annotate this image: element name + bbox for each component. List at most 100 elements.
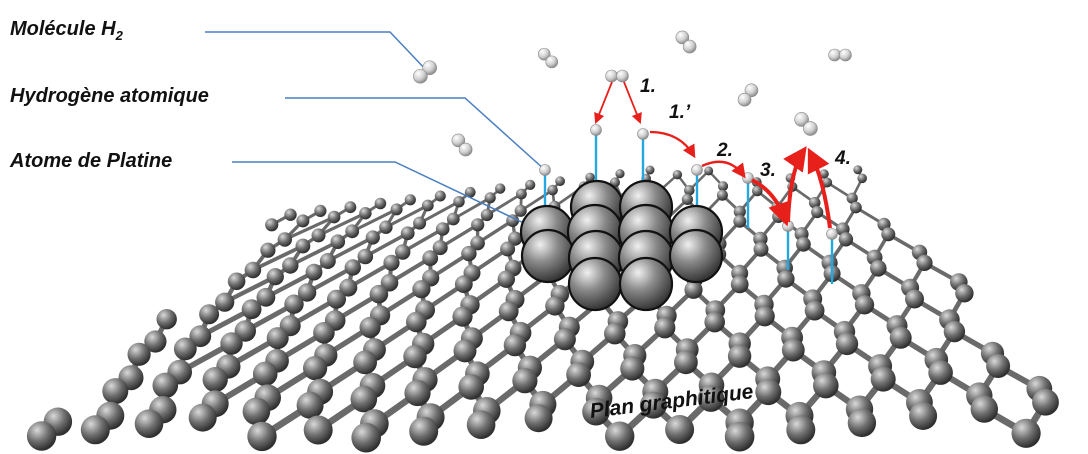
carbon-atom bbox=[311, 228, 326, 243]
carbon-atom bbox=[282, 257, 299, 274]
carbon-atom bbox=[327, 210, 341, 224]
carbon-atom bbox=[889, 326, 912, 349]
carbon-bond bbox=[283, 215, 336, 242]
step-label-3: 3. bbox=[760, 160, 776, 181]
carbon-atom bbox=[314, 204, 327, 217]
carbon-atom bbox=[605, 421, 635, 451]
carbon-atom bbox=[144, 330, 167, 353]
hydrogen-atom bbox=[675, 30, 690, 45]
carbon-atom bbox=[453, 339, 477, 363]
step-label-4: 4. bbox=[835, 148, 851, 169]
carbon-atom bbox=[654, 317, 676, 339]
arrow-spillover-2 bbox=[701, 160, 746, 179]
carbon-atom bbox=[202, 367, 228, 393]
carbon-atom bbox=[507, 231, 523, 246]
carbon-atom bbox=[404, 194, 416, 206]
carbon-atom bbox=[724, 421, 755, 452]
carbon-atom bbox=[359, 207, 372, 220]
h2-molecule bbox=[537, 47, 559, 69]
carbon-atom bbox=[102, 378, 129, 405]
carbon-atom bbox=[881, 227, 896, 242]
carbon-atom bbox=[838, 232, 854, 247]
hydrogen-atom bbox=[451, 133, 466, 148]
carbon-atom bbox=[484, 192, 496, 204]
carbon-atom bbox=[909, 402, 938, 430]
carbon-bond bbox=[250, 244, 305, 272]
carbon-atom bbox=[152, 372, 179, 399]
carbon-atom bbox=[835, 332, 859, 356]
carbon-atom bbox=[127, 342, 151, 366]
carbon-atom bbox=[284, 294, 304, 314]
carbon-atom bbox=[379, 220, 393, 234]
carbon-atom bbox=[808, 196, 821, 209]
carbon-atom bbox=[421, 199, 434, 212]
leader-line-h2 bbox=[205, 31, 429, 73]
carbon-atom bbox=[454, 275, 473, 294]
carbon-atom bbox=[804, 300, 825, 321]
carbon-atom bbox=[390, 203, 403, 216]
hydrogen-atom bbox=[616, 69, 629, 83]
step-label-1-prime: 1.’ bbox=[669, 102, 691, 123]
carbon-atom bbox=[615, 169, 625, 179]
carbon-atom bbox=[432, 240, 448, 256]
carbon-atom bbox=[357, 248, 374, 265]
carbon-atom bbox=[266, 268, 284, 286]
carbon-atom bbox=[752, 185, 763, 197]
carbon-atom bbox=[733, 205, 746, 218]
h2-molecule bbox=[828, 48, 852, 62]
carbon-atom bbox=[730, 275, 749, 294]
carbon-atom bbox=[822, 177, 833, 188]
carbon-atom bbox=[412, 280, 431, 299]
carbon-atom bbox=[604, 322, 626, 345]
carbon-atom bbox=[727, 344, 752, 368]
carbon-atom bbox=[344, 259, 361, 276]
carbon-atom bbox=[495, 183, 506, 194]
carbon-atom bbox=[781, 338, 805, 362]
carbon-atom bbox=[754, 306, 775, 327]
hydrogen-atom-adsorbed bbox=[826, 228, 838, 240]
carbon-atom bbox=[252, 361, 278, 387]
carbon-atom bbox=[943, 320, 966, 343]
carbon-atom bbox=[265, 218, 279, 232]
carbon-atom bbox=[503, 333, 527, 357]
leader-line-platinum bbox=[232, 161, 529, 226]
hydrogen-atom bbox=[744, 83, 759, 98]
carbon-atom bbox=[374, 197, 387, 210]
arrow-dissociation-left bbox=[594, 81, 613, 125]
carbon-bond bbox=[485, 192, 523, 217]
carbon-atom bbox=[422, 250, 439, 267]
carbon-atom bbox=[256, 287, 276, 307]
carbon-atom bbox=[295, 238, 311, 254]
carbon-atom bbox=[850, 201, 862, 214]
carbon-atom bbox=[296, 214, 310, 228]
leader-line-hydrogen bbox=[285, 97, 546, 171]
carbon-atom bbox=[277, 232, 292, 247]
carbon-atom bbox=[717, 181, 729, 192]
platinum-atom bbox=[618, 256, 674, 312]
carbon-atom bbox=[395, 244, 411, 260]
platinum-cluster bbox=[519, 179, 724, 312]
arrow-spillover-3 bbox=[751, 178, 792, 227]
graphene-lattice bbox=[26, 165, 1059, 453]
carbon-atom bbox=[553, 328, 576, 351]
carbon-atom bbox=[247, 421, 277, 452]
carbon-atom bbox=[464, 186, 476, 198]
carbon-bond bbox=[363, 231, 410, 259]
carbon-atom bbox=[260, 242, 276, 258]
carbon-atom bbox=[566, 362, 591, 387]
step-label-2: 2. bbox=[717, 140, 733, 161]
carbon-atom bbox=[524, 404, 553, 433]
carbon-atom bbox=[813, 372, 839, 399]
hydrogen-atom bbox=[545, 55, 559, 69]
carbon-atom bbox=[470, 235, 485, 251]
carbon-atom bbox=[173, 337, 197, 361]
carbon-atom bbox=[512, 368, 538, 394]
carbon-atom bbox=[266, 327, 289, 350]
carbon-atom bbox=[345, 224, 360, 239]
carbon-atom bbox=[796, 236, 811, 252]
carbon-atom bbox=[471, 218, 485, 232]
carbon-atom bbox=[297, 283, 317, 302]
carbon-atom bbox=[350, 385, 378, 413]
reaction-arrows bbox=[594, 81, 832, 229]
carbon-atom bbox=[327, 289, 346, 309]
